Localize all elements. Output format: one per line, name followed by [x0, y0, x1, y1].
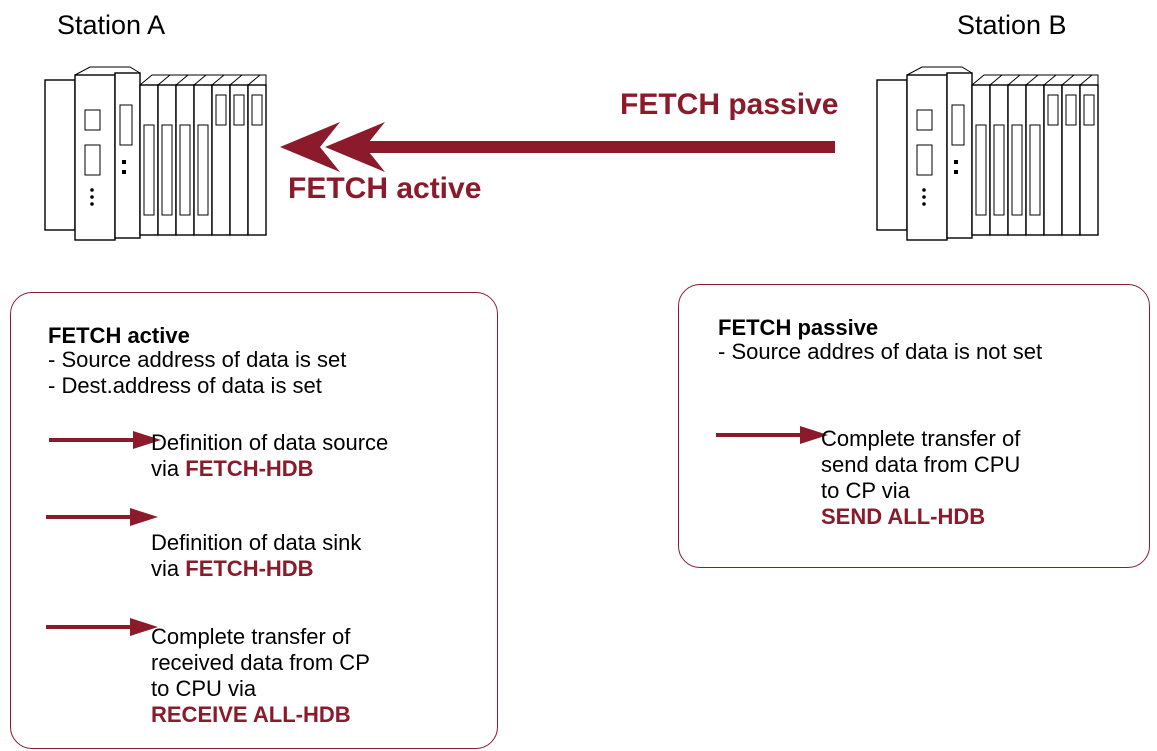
step-data-sink-line-1: Definition of data sink — [151, 530, 362, 555]
station-a-label: Station A — [57, 10, 166, 40]
bullet-source-set: - Source address of data is set — [48, 347, 347, 372]
step-data-source-line-1: Definition of data source — [151, 430, 389, 455]
bullet-source-not-set: - Source addres of data is not set — [718, 339, 1043, 364]
step-receive-line-2: received data from CP — [151, 650, 370, 675]
step-send-line-1: Complete transfer of — [821, 426, 1021, 451]
step-data-source-via: via — [151, 456, 186, 481]
fetch-passive-arrow-label: FETCH passive — [620, 88, 839, 121]
step-send-line-3: to CP via — [821, 478, 910, 503]
fetch-active-box: FETCH active - Source address of data is… — [10, 292, 498, 749]
fetch-passive-box: FETCH passive - Source addres of data is… — [678, 284, 1150, 568]
bullet-dest-set: - Dest.address of data is set — [48, 373, 322, 398]
fetch-hdb-highlight: FETCH-HDB — [185, 556, 314, 581]
receive-all-hdb-highlight: RECEIVE ALL-HDB — [151, 702, 351, 727]
fetch-active-box-title: FETCH active — [48, 323, 190, 348]
step-arrow-icon — [46, 618, 158, 636]
step-receive-line-1: Complete transfer of — [151, 624, 351, 649]
fetch-hdb-highlight: FETCH-HDB — [185, 456, 314, 481]
fetch-main-arrow-icon — [280, 122, 835, 172]
step-arrow-icon — [49, 431, 161, 449]
plc-rack-station-b-icon — [876, 66, 1099, 241]
plc-rack-station-a-icon — [44, 66, 267, 241]
step-receive-line-3: to CPU via — [151, 676, 257, 701]
step-data-source-line-2: via FETCH-HDB — [151, 456, 314, 482]
send-all-hdb-highlight: SEND ALL-HDB — [821, 504, 986, 529]
station-b-label: Station B — [957, 10, 1067, 40]
step-send-line-2: send data from CPU — [821, 452, 1021, 477]
step-data-sink-line-2: via FETCH-HDB — [151, 556, 314, 582]
step-data-sink-via: via — [151, 556, 186, 581]
fetch-passive-box-title: FETCH passive — [718, 315, 879, 340]
step-arrow-icon — [46, 508, 158, 526]
step-arrow-icon — [716, 426, 828, 444]
fetch-active-arrow-label: FETCH active — [288, 172, 482, 205]
